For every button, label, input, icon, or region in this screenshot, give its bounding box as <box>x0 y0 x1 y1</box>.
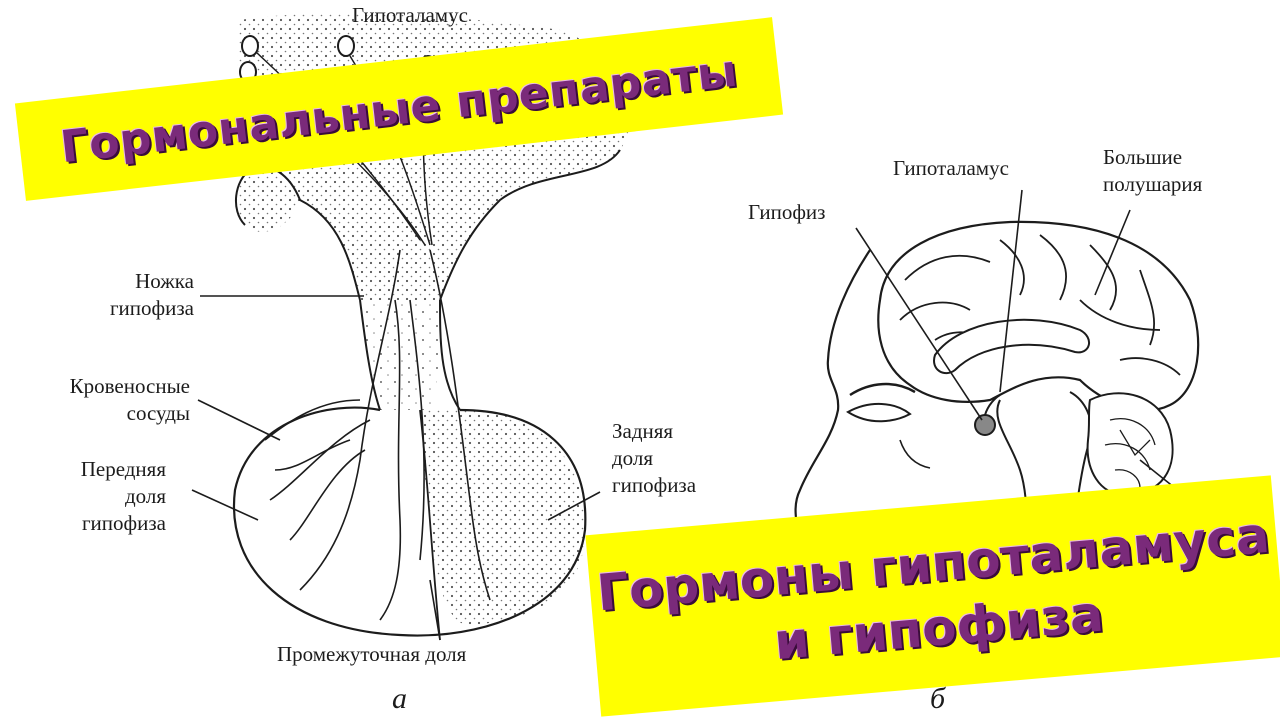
label-a-posterior-line3: гипофиза <box>612 473 697 497</box>
blood-vessels <box>264 249 491 621</box>
label-a-stalk-line1: Ножка <box>135 269 194 293</box>
label-b-hemispheres: Большие полушария <box>1103 144 1202 198</box>
label-a-vessels: Кровеносные сосуды <box>0 373 190 427</box>
posterior-lobe <box>420 408 586 625</box>
figure-letter-b: б <box>930 682 946 715</box>
label-a-stalk: Ножка гипофиза <box>50 268 194 322</box>
corpus-callosum <box>933 318 1090 375</box>
label-a-posterior-line2: доля <box>612 446 654 470</box>
head-profile <box>794 249 871 561</box>
label-a-hypothalamus: Гипоталамус <box>352 3 468 27</box>
gland-outline <box>232 406 587 637</box>
label-b-hypothalamus: Гипоталамус <box>893 156 1009 180</box>
label-a-posterior-line1: Задняя <box>612 419 674 443</box>
pituitary-gland <box>974 414 996 436</box>
label-a-posterior: Задняя доля гипофиза <box>612 418 696 499</box>
label-b-pituitary: Гипофиз <box>748 200 826 224</box>
cerebrum-outline <box>877 220 1200 412</box>
hypothalamus-outline <box>234 165 361 301</box>
label-a-intermediate: Промежуточная доля <box>277 642 467 666</box>
eye <box>846 402 912 423</box>
figure-letter-a: а <box>392 682 407 715</box>
brain-gyri <box>899 234 1181 376</box>
label-a-vessels-line2: сосуды <box>126 401 190 425</box>
label-a-anterior-line1: Передняя <box>80 457 166 481</box>
leader-lines-b <box>855 189 1191 501</box>
label-b-hemispheres-line1: Большие <box>1103 145 1183 169</box>
label-a-anterior-line2: доля <box>124 484 166 508</box>
label-a-anterior-line3: гипофиза <box>81 511 166 535</box>
label-b-hemispheres-line2: полушария <box>1103 172 1203 196</box>
label-a-stalk-line2: гипофиза <box>109 296 194 320</box>
label-a-vessels-line1: Кровеносные <box>69 374 190 398</box>
leader-lines-a <box>191 295 601 641</box>
label-a-anterior: Передняя доля гипофиза <box>20 456 166 537</box>
